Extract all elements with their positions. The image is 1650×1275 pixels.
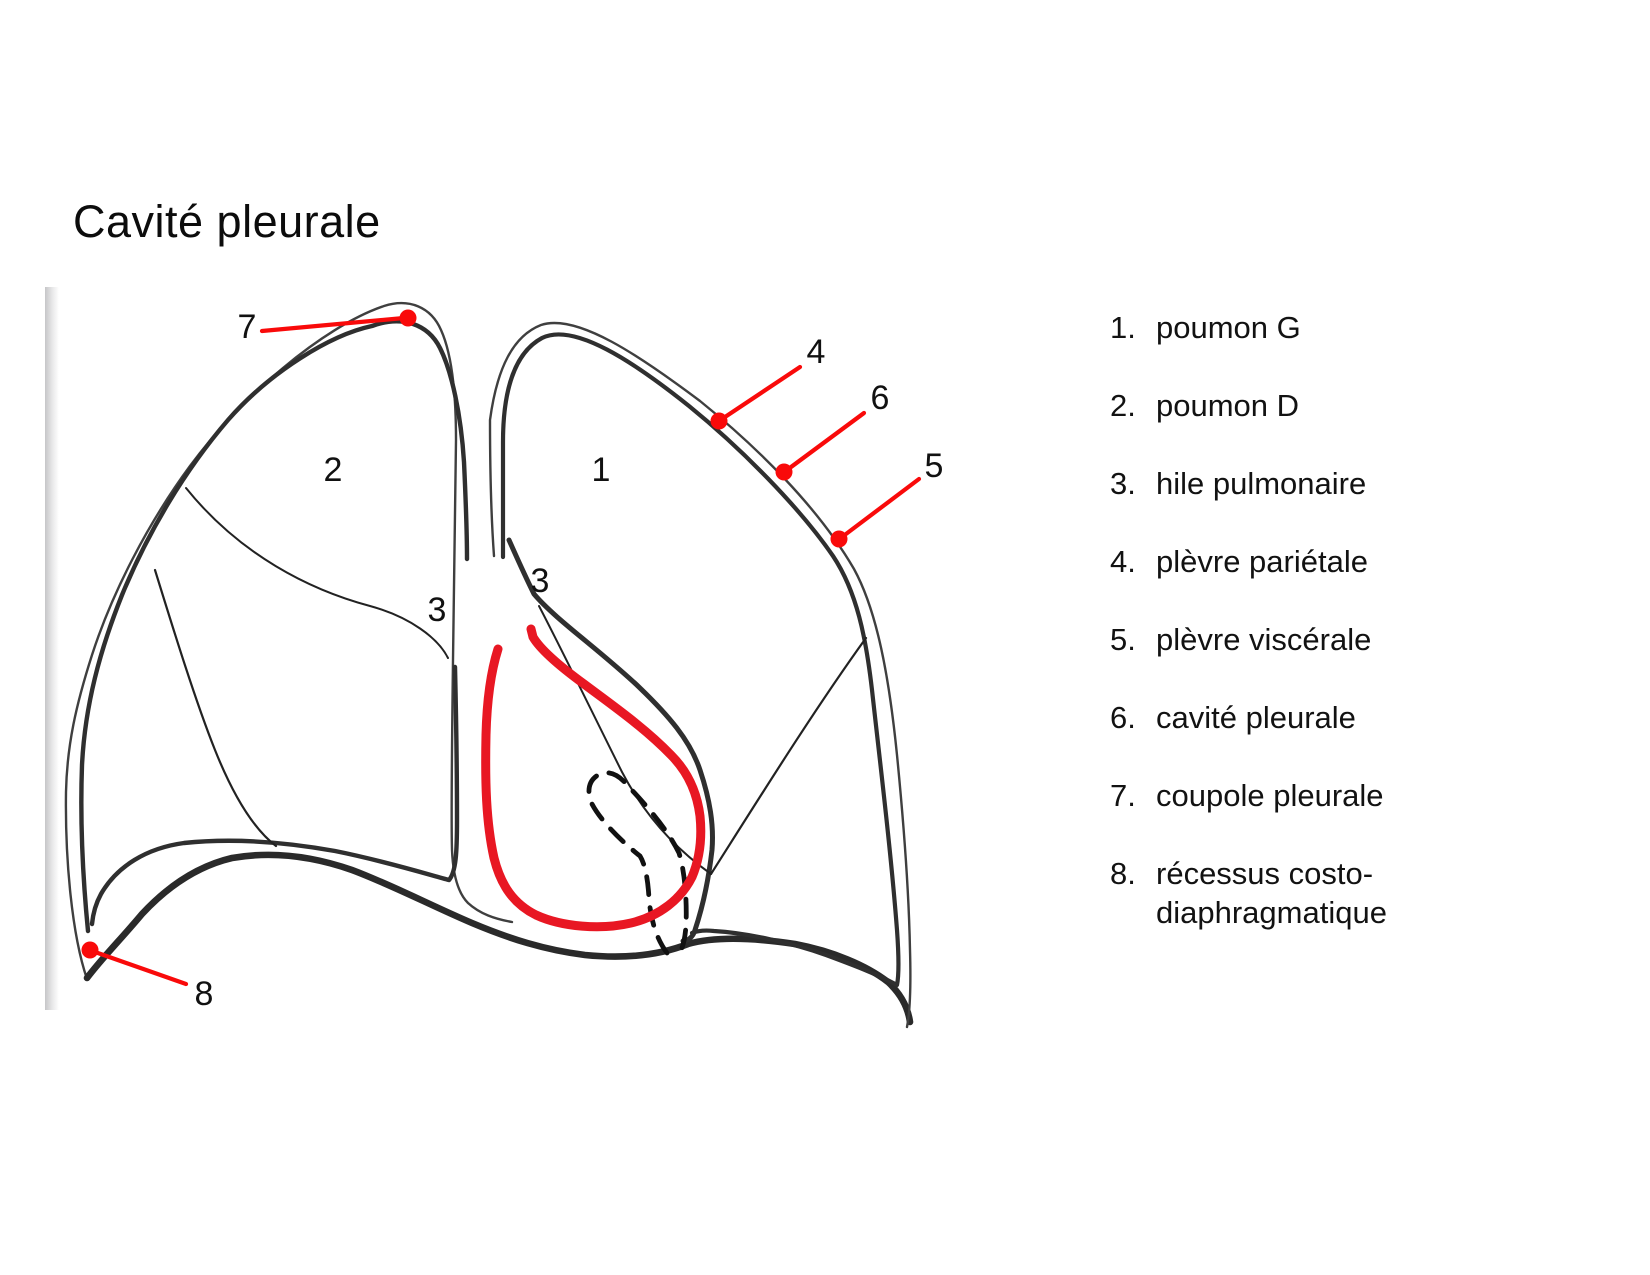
diagram-label-5: 5 [924, 447, 944, 485]
legend-item-label: récessus costo-diaphragmatique [1156, 856, 1387, 930]
right-lung-outline [500, 332, 901, 988]
marker-dot-5 [830, 530, 848, 548]
legend-item-number: 8. [1110, 856, 1136, 891]
diagram-label-7: 7 [237, 308, 257, 346]
legend-item-8: 8. récessus costo-diaphragmatique [1110, 854, 1440, 932]
diagram-label-3-left: 3 [427, 591, 447, 629]
legend-item-3: 3. hile pulmonaire [1110, 464, 1440, 503]
diagram-label-6: 6 [870, 379, 890, 417]
scan-left-edge [45, 287, 59, 1010]
legend-item-5: 5. plèvre viscérale [1110, 620, 1440, 659]
left-oblique-fissure [153, 568, 278, 848]
marker-dot-8 [81, 941, 99, 959]
legend-list: 1. poumon G 2. poumon D 3. hile pulmonai… [1110, 308, 1440, 971]
legend-item-number: 7. [1110, 778, 1136, 813]
diagram-label-4: 4 [806, 333, 826, 371]
legend-item-number: 3. [1110, 466, 1136, 501]
legend-item-label: poumon G [1156, 310, 1301, 345]
left-horizontal-fissure [185, 487, 449, 659]
leader-line-5 [839, 476, 922, 540]
leader-line-7 [259, 315, 407, 334]
marker-dot-7 [399, 309, 417, 327]
left-lung-outline-upper [79, 319, 470, 934]
legend-item-label: poumon D [1156, 388, 1300, 423]
diagram-label-2: 2 [323, 451, 343, 489]
legend-item-6: 6. cavité pleurale [1110, 698, 1440, 737]
diagram-label-1: 1 [591, 451, 611, 489]
legend-item-label: plèvre viscérale [1156, 622, 1372, 657]
left-lung-outline-lower [89, 664, 460, 927]
diaphragm-outline [83, 851, 914, 1026]
marker-dot-4 [710, 412, 728, 430]
legend-item-1: 1. poumon G [1110, 308, 1440, 347]
leader-line-8 [92, 949, 189, 987]
leader-line-6 [784, 410, 867, 473]
diagram-label-8: 8 [194, 975, 214, 1013]
heart-outline-red [481, 624, 706, 932]
marker-dot-6 [775, 463, 793, 481]
leader-line-4 [719, 364, 803, 422]
left-parietal-pleura-outline [64, 301, 514, 981]
legend-item-7: 7. coupole pleurale [1110, 776, 1440, 815]
legend-item-4: 4. plèvre pariétale [1110, 542, 1440, 581]
legend-item-label: cavité pleurale [1156, 700, 1356, 735]
legend-item-2: 2. poumon D [1110, 386, 1440, 425]
legend-item-number: 6. [1110, 700, 1136, 735]
diagram-label-3-right: 3 [530, 562, 550, 600]
dashed-retrocardiac-outline [586, 770, 689, 960]
right-oblique-fissure-upper [538, 605, 712, 875]
page-title: Cavité pleurale [73, 196, 381, 247]
right-oblique-fissure-lower [709, 636, 868, 876]
legend-item-number: 4. [1110, 544, 1136, 579]
legend-item-number: 1. [1110, 310, 1136, 345]
legend-item-number: 2. [1110, 388, 1136, 423]
legend-item-label: hile pulmonaire [1156, 466, 1367, 501]
right-lung-cardiac-border [506, 537, 715, 944]
legend-item-number: 5. [1110, 622, 1136, 657]
legend-item-label: coupole pleurale [1156, 778, 1384, 813]
legend-item-label: plèvre pariétale [1156, 544, 1368, 579]
